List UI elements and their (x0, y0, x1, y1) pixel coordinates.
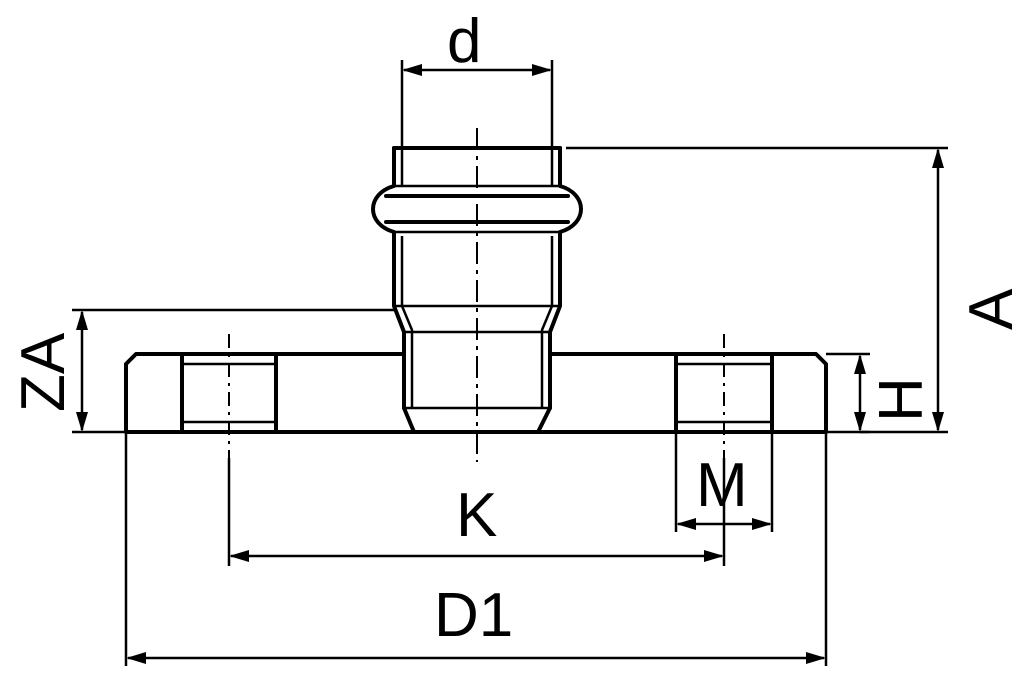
dim-M: M (674, 432, 774, 532)
flange-hatch-right-inner (536, 352, 678, 434)
label-ZA: ZA (9, 332, 78, 412)
socket-outline (371, 146, 583, 410)
flange-hatch-left-inner (274, 352, 416, 434)
label-A: A (957, 288, 1024, 330)
flange-hatch-right-outer (770, 352, 828, 434)
label-M: M (696, 451, 748, 520)
label-H: H (867, 377, 936, 422)
dim-d: d (400, 7, 554, 150)
dim-D1: D1 (124, 432, 828, 666)
label-K: K (456, 481, 497, 550)
label-d: d (447, 7, 481, 76)
dim-K: K (227, 458, 726, 566)
dim-H: H (826, 352, 936, 434)
dim-ZA: ZA (9, 308, 396, 434)
label-D1: D1 (434, 581, 513, 650)
dim-A: A (566, 146, 1024, 434)
flange-hatch-left-outer (124, 352, 184, 434)
